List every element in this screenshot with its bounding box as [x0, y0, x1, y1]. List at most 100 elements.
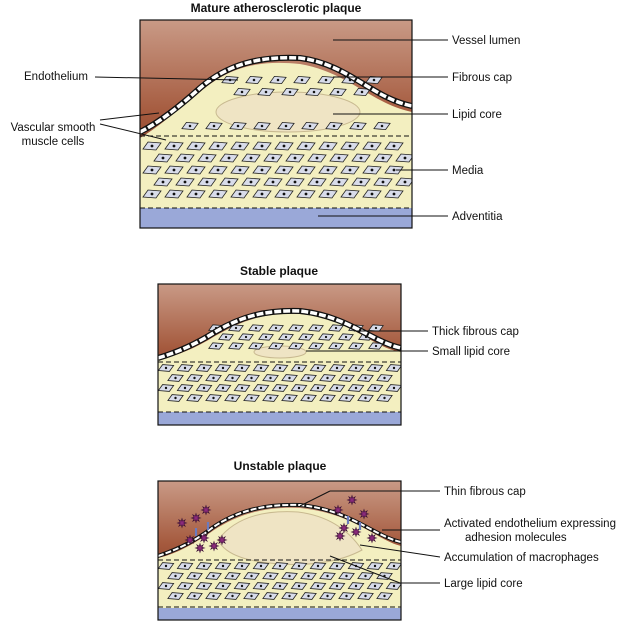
cell-nucleus — [194, 144, 198, 148]
cell-nucleus — [282, 144, 286, 148]
cell-nucleus — [316, 386, 320, 390]
cell-nucleus — [370, 144, 374, 148]
label-small-lipid-core: Small lipid core — [432, 346, 510, 358]
cell-nucleus — [183, 156, 187, 160]
cell-nucleus — [288, 376, 291, 380]
cell-nucleus — [288, 396, 291, 400]
cell-nucleus — [221, 564, 225, 568]
cell-nucleus — [403, 180, 407, 184]
cell-nucleus — [383, 594, 386, 598]
cell-nucleus — [174, 396, 177, 400]
cell-nucleus — [315, 156, 319, 160]
cell-nucleus — [335, 386, 339, 390]
adventitia-region — [140, 208, 412, 228]
cell-nucleus — [240, 366, 244, 370]
cell-nucleus — [161, 180, 165, 184]
leader-large-lipid-core-a — [329, 555, 401, 584]
cell-nucleus — [231, 594, 234, 598]
cell-nucleus — [392, 366, 396, 370]
label-vsmc-line2: muscle cells — [22, 136, 85, 148]
cell-nucleus — [216, 192, 220, 196]
cell-nucleus — [284, 124, 288, 128]
cell-nucleus — [172, 192, 176, 196]
cell-nucleus — [282, 192, 286, 196]
cell-nucleus — [373, 584, 377, 588]
panel-title-stable: Stable plaque — [240, 264, 318, 278]
macrophage — [334, 530, 346, 542]
cell-nucleus — [274, 326, 278, 330]
cell-nucleus — [174, 594, 177, 598]
cell-nucleus — [236, 124, 240, 128]
cell-nucleus — [205, 156, 209, 160]
macrophage — [346, 494, 358, 506]
macrophage — [338, 522, 350, 534]
panel-stable-plaque: Stable plaque Thick fibrous cap Small li… — [157, 264, 519, 426]
cell-nucleus — [383, 396, 386, 400]
cell-nucleus — [373, 366, 377, 370]
cell-nucleus — [244, 335, 248, 339]
cell-nucleus — [183, 564, 187, 568]
label-large-lipid-core: Large lipid core — [444, 578, 523, 590]
cell-nucleus — [300, 78, 304, 82]
cell-nucleus — [304, 168, 308, 172]
cell-nucleus — [335, 366, 339, 370]
cell-nucleus — [297, 564, 301, 568]
cell-nucleus — [240, 90, 244, 94]
cell-nucleus — [234, 326, 238, 330]
cell-nucleus — [183, 366, 187, 370]
cell-nucleus — [345, 396, 348, 400]
cell-nucleus — [194, 192, 198, 196]
cell-nucleus — [315, 180, 319, 184]
cell-nucleus — [212, 396, 215, 400]
cell-nucleus — [216, 168, 220, 172]
cell-nucleus — [359, 180, 363, 184]
macrophage — [358, 508, 370, 520]
cell-nucleus — [150, 192, 154, 196]
label-vessel-lumen: Vessel lumen — [452, 35, 520, 47]
cell-nucleus — [380, 124, 384, 128]
panel-frame-c — [157, 480, 402, 621]
cell-nucleus — [364, 574, 367, 578]
cell-nucleus — [214, 344, 218, 348]
smooth-muscle-cells-b — [158, 324, 401, 402]
cell-nucleus — [227, 156, 231, 160]
cell-nucleus — [370, 192, 374, 196]
cell-nucleus — [254, 344, 258, 348]
cell-nucleus — [212, 574, 215, 578]
cell-nucleus — [194, 168, 198, 172]
cell-nucleus — [183, 386, 187, 390]
cell-nucleus — [278, 584, 282, 588]
cell-nucleus — [164, 386, 168, 390]
cell-nucleus — [307, 594, 310, 598]
cell-nucleus — [202, 386, 206, 390]
cell-nucleus — [337, 156, 341, 160]
cell-nucleus — [364, 594, 367, 598]
cell-nucleus — [284, 335, 288, 339]
cell-nucleus — [161, 156, 165, 160]
cell-nucleus — [288, 594, 291, 598]
cell-nucleus — [231, 574, 234, 578]
panel-title-mature: Mature atherosclerotic plaque — [191, 1, 362, 15]
cell-nucleus — [205, 180, 209, 184]
smooth-muscle-cells-c — [158, 562, 401, 600]
large-lipid-core-shape — [217, 511, 363, 565]
label-lipid-core: Lipid core — [452, 109, 502, 121]
cell-nucleus — [335, 584, 339, 588]
cell-nucleus — [297, 584, 301, 588]
label-vsmc-line1: Vascular smooth — [11, 122, 96, 134]
cell-nucleus — [381, 180, 385, 184]
smooth-muscle-cells-a — [142, 75, 412, 199]
cell-nucleus — [370, 168, 374, 172]
label-fibrous-cap: Fibrous cap — [452, 72, 512, 84]
macrophages-group — [176, 494, 378, 554]
cell-nucleus — [373, 564, 377, 568]
leader-endothelium — [94, 76, 239, 81]
cell-nucleus — [326, 168, 330, 172]
cell-nucleus — [392, 168, 396, 172]
cell-nucleus — [348, 144, 352, 148]
cell-nucleus — [264, 90, 268, 94]
cell-nucleus — [334, 344, 338, 348]
cell-nucleus — [249, 180, 253, 184]
cell-nucleus — [259, 386, 263, 390]
